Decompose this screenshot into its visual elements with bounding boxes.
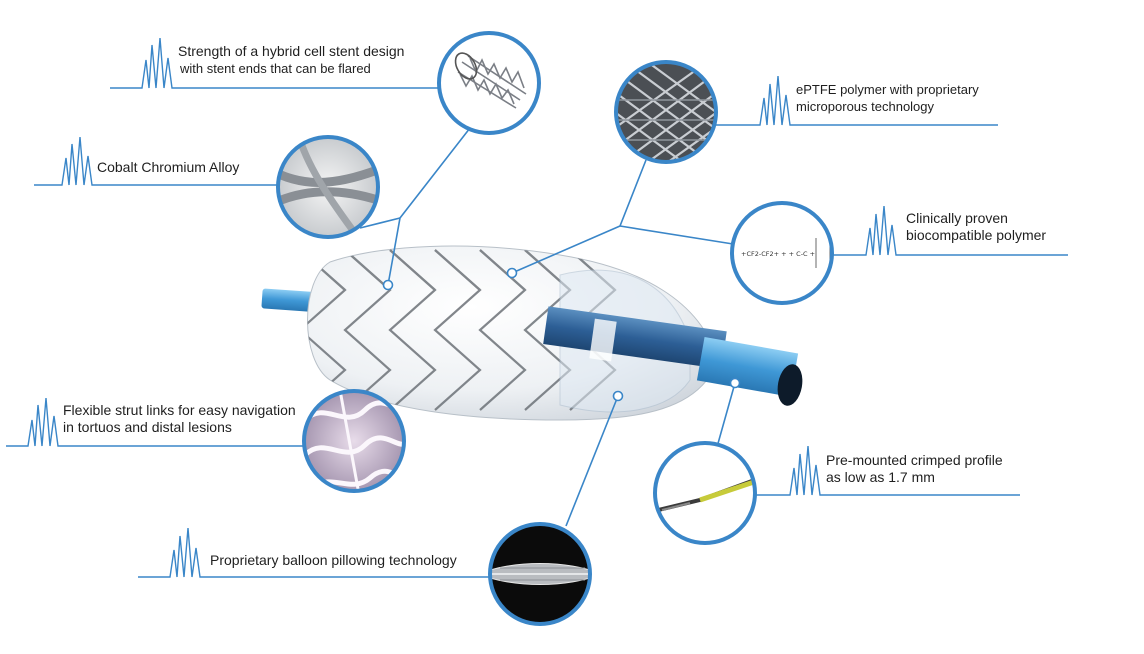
label-polymer-line2: biocompatible polymer bbox=[906, 227, 1047, 243]
label-crimped-line1: Pre-mounted crimped profile bbox=[826, 452, 1003, 468]
label-strut-links-line2: in tortuos and distal lesions bbox=[63, 419, 232, 435]
balloon-stent-body bbox=[307, 245, 803, 421]
balloon-photo-icon bbox=[488, 522, 592, 626]
label-polymer: Clinically proven biocompatible polymer bbox=[906, 210, 1046, 244]
pulse-line-crimped bbox=[756, 445, 1020, 496]
label-eptfe-line2: microporous technology bbox=[796, 99, 935, 114]
label-stent-design-line1: Strength of a hybrid cell stent design bbox=[178, 43, 405, 59]
label-strut-links-line1: Flexible strut links for easy navigation bbox=[63, 402, 296, 418]
catheter-tip-icon bbox=[653, 441, 757, 545]
label-balloon-line1: Proprietary balloon pillowing technology bbox=[210, 552, 457, 568]
label-cobalt: Cobalt Chromium Alloy bbox=[97, 159, 239, 176]
label-balloon: Proprietary balloon pillowing technology bbox=[210, 552, 457, 569]
metal-strut-icon bbox=[276, 135, 380, 239]
label-crimped-line2: as low as 1.7 mm bbox=[826, 469, 935, 485]
label-strut-links: Flexible strut links for easy navigation… bbox=[63, 402, 296, 436]
pulse-line-strut-links bbox=[6, 397, 304, 447]
strut-link-closeup-icon bbox=[302, 389, 406, 493]
label-polymer-line1: Clinically proven bbox=[906, 210, 1008, 226]
flared-stent-icon bbox=[437, 31, 541, 135]
pulse-line-cobalt bbox=[34, 136, 278, 186]
pulse-line-polymer bbox=[832, 205, 1068, 256]
label-cobalt-line1: Cobalt Chromium Alloy bbox=[97, 159, 240, 175]
pulse-line-stent-design bbox=[110, 37, 440, 89]
pulse-line-eptfe bbox=[716, 75, 998, 126]
label-stent-design: Strength of a hybrid cell stent design w… bbox=[178, 43, 404, 77]
label-eptfe-line1: ePTFE polymer with proprietary bbox=[796, 82, 979, 97]
label-stent-design-line2: with stent ends that can be flared bbox=[180, 61, 371, 76]
label-eptfe: ePTFE polymer with proprietary microporo… bbox=[796, 81, 979, 115]
anchor-dots bbox=[382, 267, 741, 402]
callout-leader-lines bbox=[6, 37, 1068, 578]
microporous-texture-icon bbox=[614, 60, 718, 164]
chemical-formula-icon: +CF2-CF2+ + + C-C + bbox=[730, 201, 834, 305]
connector-lines bbox=[359, 127, 736, 527]
pulse-line-balloon bbox=[138, 527, 490, 578]
label-crimped: Pre-mounted crimped profile as low as 1.… bbox=[826, 452, 1003, 486]
formula-text: +CF2-CF2+ + + C-C + bbox=[741, 250, 815, 258]
